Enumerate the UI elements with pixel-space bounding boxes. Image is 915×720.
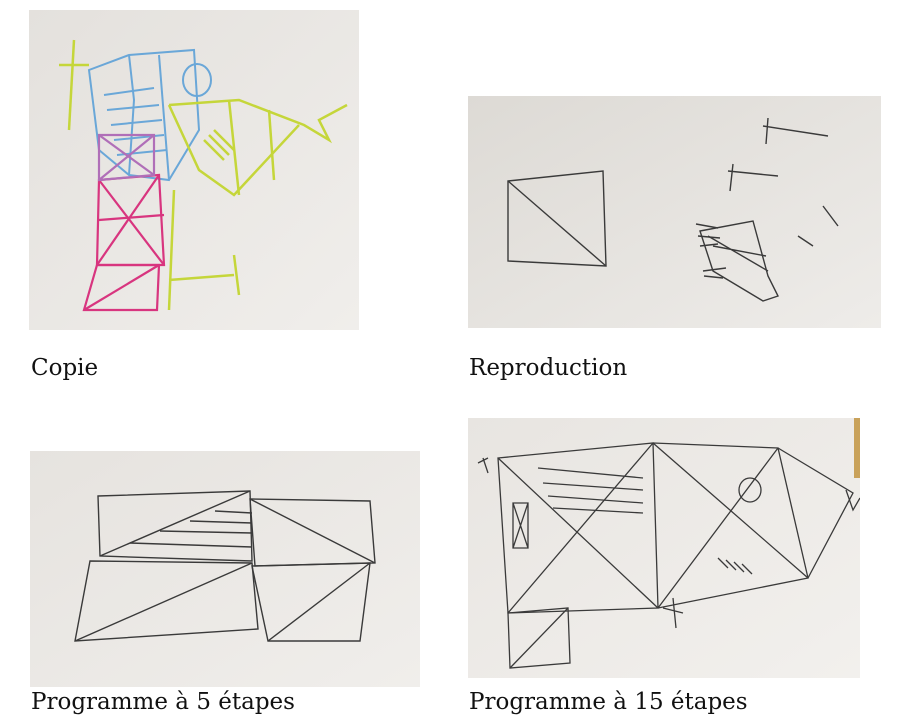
caption-reproduction: Reproduction (469, 355, 628, 381)
caption-programme-5: Programme à 5 étapes (31, 689, 295, 715)
photo-programme-5 (30, 451, 420, 687)
drawing-reproduction (468, 96, 881, 328)
drawing-programme-5 (30, 451, 420, 687)
drawing-programme-15 (468, 418, 860, 678)
photo-reproduction (468, 96, 881, 328)
caption-programme-15: Programme à 15 étapes (469, 689, 748, 715)
photo-copie (29, 10, 359, 330)
drawing-copie (29, 10, 359, 330)
caption-copie: Copie (31, 355, 99, 381)
photo-programme-15 (468, 418, 860, 678)
